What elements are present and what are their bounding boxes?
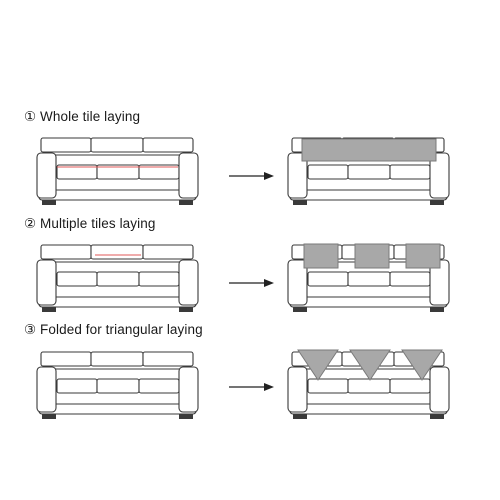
sofa-foot-right [430, 200, 444, 205]
sofa-foot-right [430, 307, 444, 312]
step-3-label: ③ Folded for triangular laying [24, 322, 203, 337]
sofa-foot-left [293, 200, 307, 205]
step-2-arrow [229, 279, 274, 287]
sofa-foot-right [430, 414, 444, 419]
sofa-foot-left [293, 307, 307, 312]
sofa-foot-right [179, 414, 193, 419]
back-cushion-middle [90, 351, 144, 367]
arrow-head [264, 383, 274, 391]
armrest-left [36, 152, 57, 199]
arrow-head [264, 279, 274, 287]
armrest-left [287, 152, 308, 199]
armrest-left [287, 366, 308, 413]
step-1-before-sofa [36, 137, 199, 205]
sofa-foot-left [293, 414, 307, 419]
armrest-left [287, 259, 308, 306]
cover-triangle-left [297, 349, 339, 381]
step-3-before-sofa [36, 351, 199, 419]
seat-cushion-left [307, 164, 349, 180]
step-1-arrow [229, 172, 274, 180]
seat-cushion-left [56, 271, 98, 287]
cover-triangle-middle [349, 349, 391, 381]
armrest-right [429, 152, 450, 199]
arrow-head [264, 172, 274, 180]
step-2-before-sofa [36, 244, 199, 312]
back-cushion-right [142, 244, 194, 260]
armrest-right [178, 152, 199, 199]
cover-tile-right [405, 243, 441, 269]
seat-cushion-right [389, 378, 431, 394]
seat-cushion-right [389, 271, 431, 287]
cover-triangle-right [401, 349, 443, 381]
seat-cushion-middle [96, 378, 140, 394]
seat-cushion-right [389, 164, 431, 180]
armrest-right [178, 366, 199, 413]
seat-cushion-middle [347, 378, 391, 394]
seat-cushion-middle [347, 271, 391, 287]
armrest-right [178, 259, 199, 306]
cover-tile-left [303, 243, 339, 269]
seat-cushion-right [138, 378, 180, 394]
back-cushion-left [40, 137, 92, 153]
sofa-foot-left [42, 414, 56, 419]
sofa-foot-left [42, 200, 56, 205]
seat-cushion-left [56, 378, 98, 394]
armrest-left [36, 366, 57, 413]
back-cushion-left [40, 351, 92, 367]
back-cushion-right [142, 351, 194, 367]
seat-cushion-left [307, 378, 349, 394]
step-1-label: ① Whole tile laying [24, 109, 141, 124]
sofa-foot-right [179, 200, 193, 205]
cover-whole [301, 138, 437, 162]
back-cushion-middle [90, 137, 144, 153]
seat-cushion-middle [347, 164, 391, 180]
back-cushion-right [142, 137, 194, 153]
sofa-foot-right [179, 307, 193, 312]
armrest-right [429, 366, 450, 413]
sofa-foot-left [42, 307, 56, 312]
step-3-arrow [229, 383, 274, 391]
armrest-left [36, 259, 57, 306]
cover-tile-middle [354, 243, 390, 269]
back-cushion-left [40, 244, 92, 260]
seat-cushion-right [138, 271, 180, 287]
seat-cushion-left [307, 271, 349, 287]
step-2-label: ② Multiple tiles laying [24, 216, 156, 231]
back-cushion-middle [90, 244, 144, 260]
seat-cushion-middle [96, 271, 140, 287]
